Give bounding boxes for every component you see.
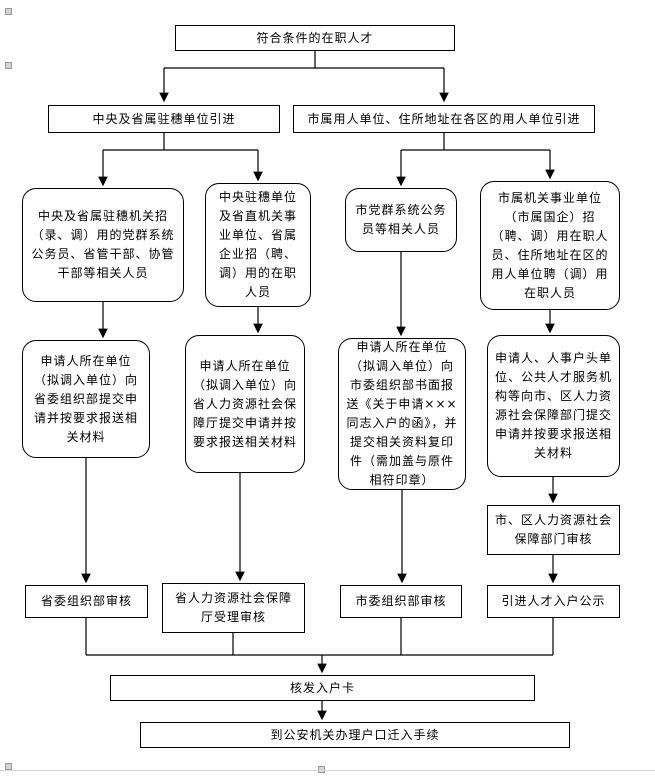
node-review-city-district-hr: 市、区人力资源社会保障部门审核 <box>487 505 620 555</box>
artifact-handle <box>5 8 12 15</box>
node-city-institutions-staff: 市属机关事业单位（市属国企）招（聘、调）用在职人员、住所地址在区的用人单位聘（调… <box>480 181 620 310</box>
node-central-party-civil-servants: 中央及省属驻穗机关招（录、调）用的党群系统公务员、省管干部、协管干部等相关人员 <box>22 188 184 302</box>
artifact-handle <box>318 766 325 773</box>
node-apply-city-org-dept: 申请人所在单位（拟调入单位）向市委组织部书面报送《关于申请×××同志入户的函》，… <box>338 338 466 490</box>
node-central-institutions-staff: 中央驻穗单位及省直机关事业单位、省属企业招（聘、调）用的在职人员 <box>205 183 311 307</box>
node-police-registration: 到公安机关办理户口迁入手续 <box>140 722 570 748</box>
node-talent-publicity: 引进人才入户公示 <box>487 585 620 618</box>
node-apply-city-district-hr: 申请人、人事户头单位、公共人才服务机构等向市、区人力资源社会保障部门提交申请并按… <box>487 335 620 477</box>
artifact-handle <box>5 763 12 770</box>
node-city-party-civil-servants: 市党群系统公务员等相关人员 <box>345 188 457 252</box>
node-apply-provincial-hr-dept: 申请人所在单位（拟调入单位）向省人力资源社会保障厅提交申请并按要求报送相关材料 <box>185 335 305 473</box>
node-review-city-org: 市委组织部审核 <box>340 585 462 618</box>
node-apply-provincial-org-dept: 申请人所在单位（拟调入单位）向省委组织部提交申请并按要求报送相关材料 <box>22 340 150 458</box>
artifact-bottom-line <box>0 770 655 771</box>
artifact-handle <box>5 62 12 69</box>
node-issue-household-card: 核发入户卡 <box>110 675 535 701</box>
node-review-provincial-hr: 省人力资源社会保障厅受理审核 <box>162 583 305 633</box>
node-review-provincial-org: 省委组织部审核 <box>25 585 148 618</box>
node-municipal-intro: 市属用人单位、住所地址在各区的用人单位引进 <box>293 105 595 133</box>
node-central-provincial-intro: 中央及省属驻穗单位引进 <box>48 105 280 133</box>
node-qualified-talents: 符合条件的在职人才 <box>175 25 455 51</box>
